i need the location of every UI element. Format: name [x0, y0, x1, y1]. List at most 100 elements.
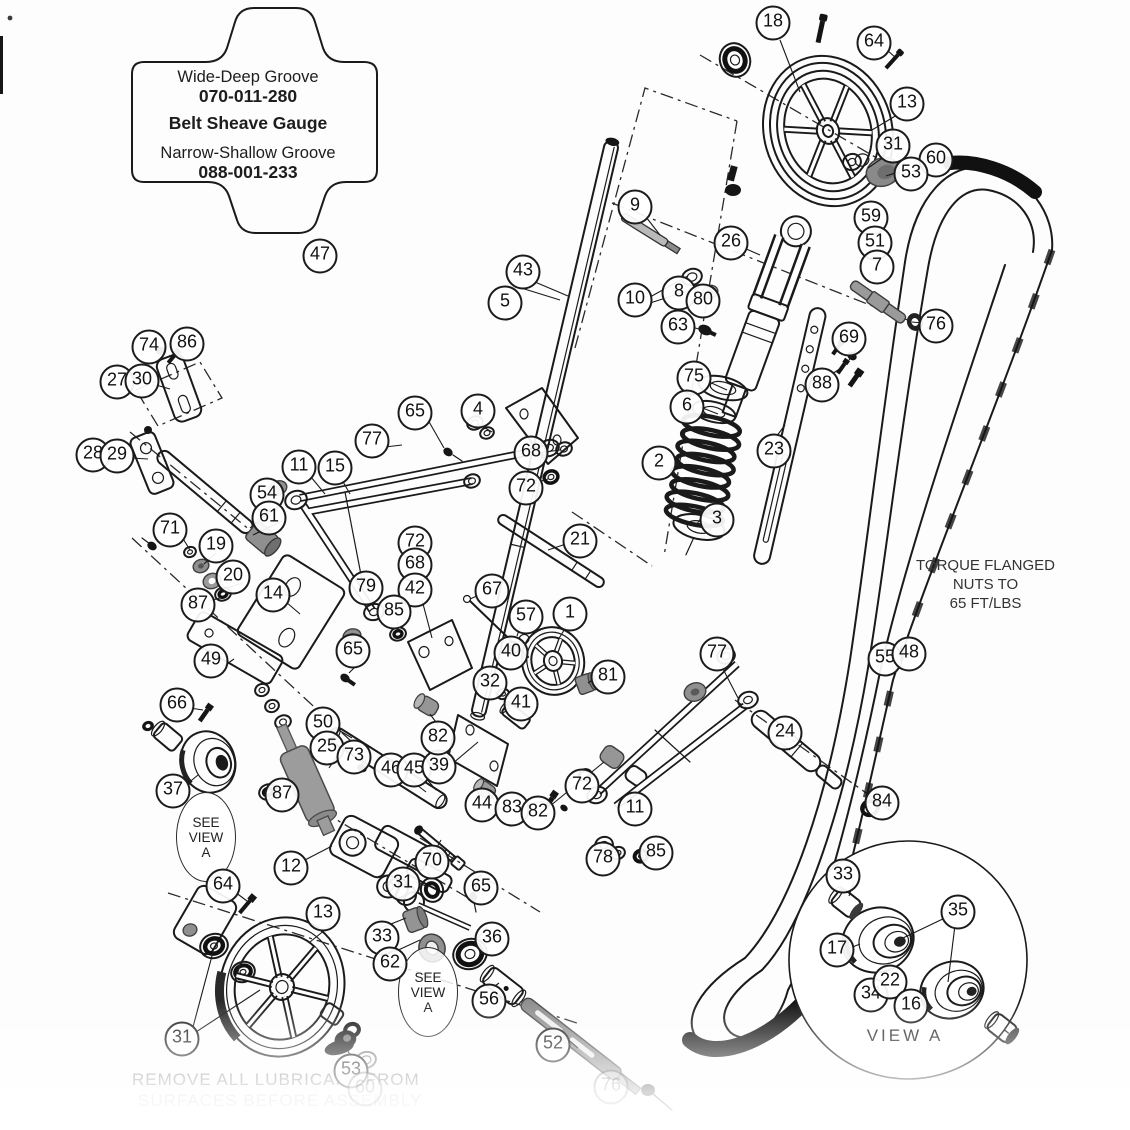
- callout-balloon-87: 87: [180, 587, 216, 623]
- callout-balloon-9: 9: [617, 189, 653, 225]
- callout-balloon-65: 65: [463, 870, 499, 906]
- callout-balloon-85: 85: [638, 835, 674, 871]
- coil-spring-drawing: [663, 413, 743, 529]
- callout-balloon-52: 52: [535, 1027, 571, 1063]
- callout-balloon-12: 12: [273, 850, 309, 886]
- gauge-part-number-bottom: 088-001-233: [198, 162, 298, 182]
- callout-balloon-65: 65: [335, 633, 371, 669]
- callout-balloon-21: 21: [562, 523, 598, 559]
- callout-balloon-19: 19: [198, 528, 234, 564]
- idler-shaft-drawing: [497, 513, 605, 589]
- callout-balloon-22: 22: [872, 964, 908, 1000]
- callout-balloon-62: 62: [372, 946, 408, 982]
- callout-balloon-70: 70: [414, 844, 450, 880]
- callout-balloon-76: 76: [918, 308, 954, 344]
- callout-balloon-88: 88: [804, 367, 840, 403]
- callout-balloon-48: 48: [891, 636, 927, 672]
- callout-balloon-74: 74: [131, 329, 167, 365]
- callout-balloon-13: 13: [305, 896, 341, 932]
- callout-balloon-18: 18: [755, 5, 791, 41]
- callout-balloon-4: 4: [460, 393, 496, 429]
- callout-balloon-16: 16: [893, 988, 929, 1024]
- callout-balloon-69: 69: [831, 321, 867, 357]
- callout-balloon-60: 60: [347, 1071, 383, 1107]
- callout-balloon-42: 42: [397, 572, 433, 608]
- callout-balloon-64: 64: [205, 868, 241, 904]
- callout-balloon-56: 56: [471, 983, 507, 1019]
- gauge-title: Belt Sheave Gauge: [168, 113, 328, 133]
- callout-balloon-40: 40: [493, 635, 529, 671]
- callout-balloon-33: 33: [825, 858, 861, 894]
- callout-balloon-7: 7: [859, 249, 895, 285]
- callout-balloon-23: 23: [756, 433, 792, 469]
- callout-balloon-43: 43: [505, 254, 541, 290]
- see-view-a-text: VIEW: [410, 984, 446, 1000]
- callout-balloon-20: 20: [215, 559, 251, 595]
- upper-idler-wheel-drawing: [718, 13, 904, 208]
- callout-balloon-64: 64: [856, 25, 892, 61]
- bearing-drawing: [718, 42, 752, 78]
- callout-balloon-71: 71: [152, 512, 188, 548]
- see-view-a-text: A: [201, 844, 211, 860]
- callout-balloon-15: 15: [317, 450, 353, 486]
- callout-balloon-31: 31: [164, 1021, 200, 1057]
- callout-balloon-24: 24: [767, 715, 803, 751]
- callout-balloon-72: 72: [564, 768, 600, 804]
- callout-balloon-41: 41: [503, 686, 539, 722]
- callout-balloon-85: 85: [376, 594, 412, 630]
- callout-balloon-13: 13: [889, 86, 925, 122]
- torque-note-line: NUTS TO: [952, 576, 1019, 593]
- callout-balloon-77: 77: [699, 636, 735, 672]
- see-view-a-bubble: SEE VIEW A: [176, 792, 236, 882]
- callout-balloon-77: 77: [354, 423, 390, 459]
- callout-balloon-82: 82: [520, 795, 556, 831]
- callout-balloon-26: 26: [713, 225, 749, 261]
- callout-balloon-36: 36: [474, 921, 510, 957]
- callout-balloon-35: 35: [940, 894, 976, 930]
- callout-balloon-81: 81: [590, 659, 626, 695]
- flanged-hub-drawing: [179, 730, 237, 794]
- callout-balloon-11: 11: [617, 791, 653, 827]
- torque-note: TORQUE FLANGED NUTS TO 65 FT/LBS: [903, 556, 1068, 613]
- gauge-part-number-top: 070-011-280: [198, 86, 298, 106]
- see-view-a-text: SEE: [192, 814, 220, 830]
- arm-mount-drawing: [329, 814, 453, 899]
- callout-balloon-6: 6: [669, 389, 705, 425]
- callout-balloon-29: 29: [99, 438, 135, 474]
- callout-balloon-63: 63: [660, 309, 696, 345]
- callout-balloon-5: 5: [487, 285, 523, 321]
- callout-balloon-47: 47: [302, 238, 338, 274]
- callout-balloon-86: 86: [169, 326, 205, 362]
- callout-balloon-82: 82: [420, 720, 456, 756]
- gauge-groove-wide-label: Wide-Deep Groove: [177, 68, 319, 86]
- callout-balloon-76: 76: [593, 1069, 629, 1105]
- callout-balloon-87: 87: [264, 777, 300, 813]
- callout-balloon-17: 17: [819, 932, 855, 968]
- scan-artifacts: [0, 15, 13, 94]
- callout-balloon-66: 66: [159, 687, 195, 723]
- callout-balloon-78: 78: [585, 841, 621, 877]
- see-view-a-text: VIEW: [188, 829, 224, 845]
- gray-bushing-drawing: [865, 156, 901, 188]
- callout-balloon-65: 65: [397, 395, 433, 431]
- callout-balloon-68: 68: [513, 435, 549, 471]
- callout-balloon-49: 49: [193, 643, 229, 679]
- callout-balloon-10: 10: [617, 282, 653, 318]
- callout-balloon-2: 2: [641, 445, 677, 481]
- torque-note-line: TORQUE FLANGED: [916, 557, 1055, 574]
- callout-balloon-30: 30: [124, 363, 160, 399]
- callout-balloon-1: 1: [552, 596, 588, 632]
- callout-balloon-73: 73: [336, 739, 372, 775]
- callout-balloon-67: 67: [474, 573, 510, 609]
- see-view-a-text: SEE: [414, 969, 442, 985]
- gauge-groove-narrow-label: Narrow-Shallow Groove: [160, 144, 336, 162]
- callout-balloon-11: 11: [281, 449, 317, 485]
- callout-balloon-14: 14: [255, 577, 291, 613]
- callout-balloon-37: 37: [155, 773, 191, 809]
- callout-balloon-61: 61: [251, 500, 287, 536]
- support-tube-drawing: [470, 137, 620, 721]
- gray-shock-drawing: [275, 723, 338, 837]
- callout-balloon-53: 53: [893, 156, 929, 192]
